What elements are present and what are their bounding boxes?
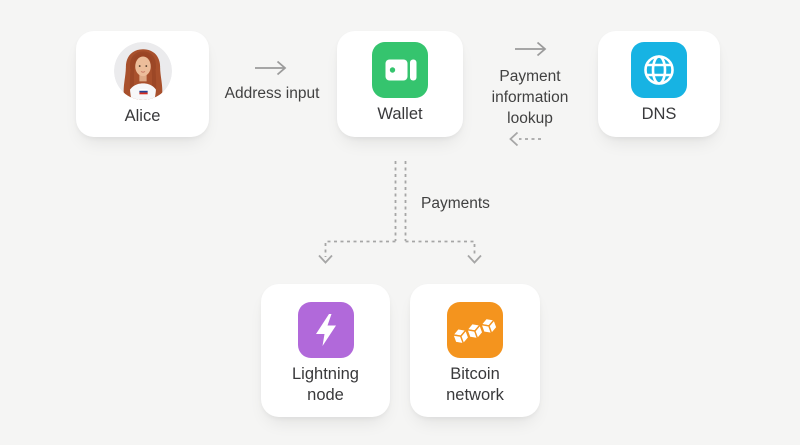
edge-label-payments: Payments xyxy=(421,195,490,212)
edge-label-payment-information-lookup: Payment information lookup xyxy=(491,68,569,127)
node-dns: DNS xyxy=(598,31,720,137)
node-bitcoin: Bitcoin network xyxy=(410,284,540,417)
node-lightning-label: Lightning node xyxy=(292,365,359,404)
node-wallet: Wallet xyxy=(337,31,463,137)
blockchain-cubes-icon xyxy=(447,302,503,358)
arrow-address-input xyxy=(255,60,287,76)
wallet-icon xyxy=(372,42,428,98)
arrow-payment-lookup-left xyxy=(509,131,541,147)
arrow-payment-lookup-right xyxy=(515,41,547,57)
node-dns-label: DNS xyxy=(641,105,677,123)
node-lightning: Lightning node xyxy=(261,284,390,417)
node-wallet-label: Wallet xyxy=(377,105,423,123)
globe-icon xyxy=(631,42,687,98)
edge-label-address-input: Address input xyxy=(224,85,320,102)
node-alice: Alice xyxy=(76,31,209,137)
alice-avatar-photo xyxy=(113,42,172,100)
node-alice-label: Alice xyxy=(124,107,161,125)
lightning-bolt-icon xyxy=(297,302,354,358)
node-bitcoin-label: Bitcoin network xyxy=(446,365,504,404)
